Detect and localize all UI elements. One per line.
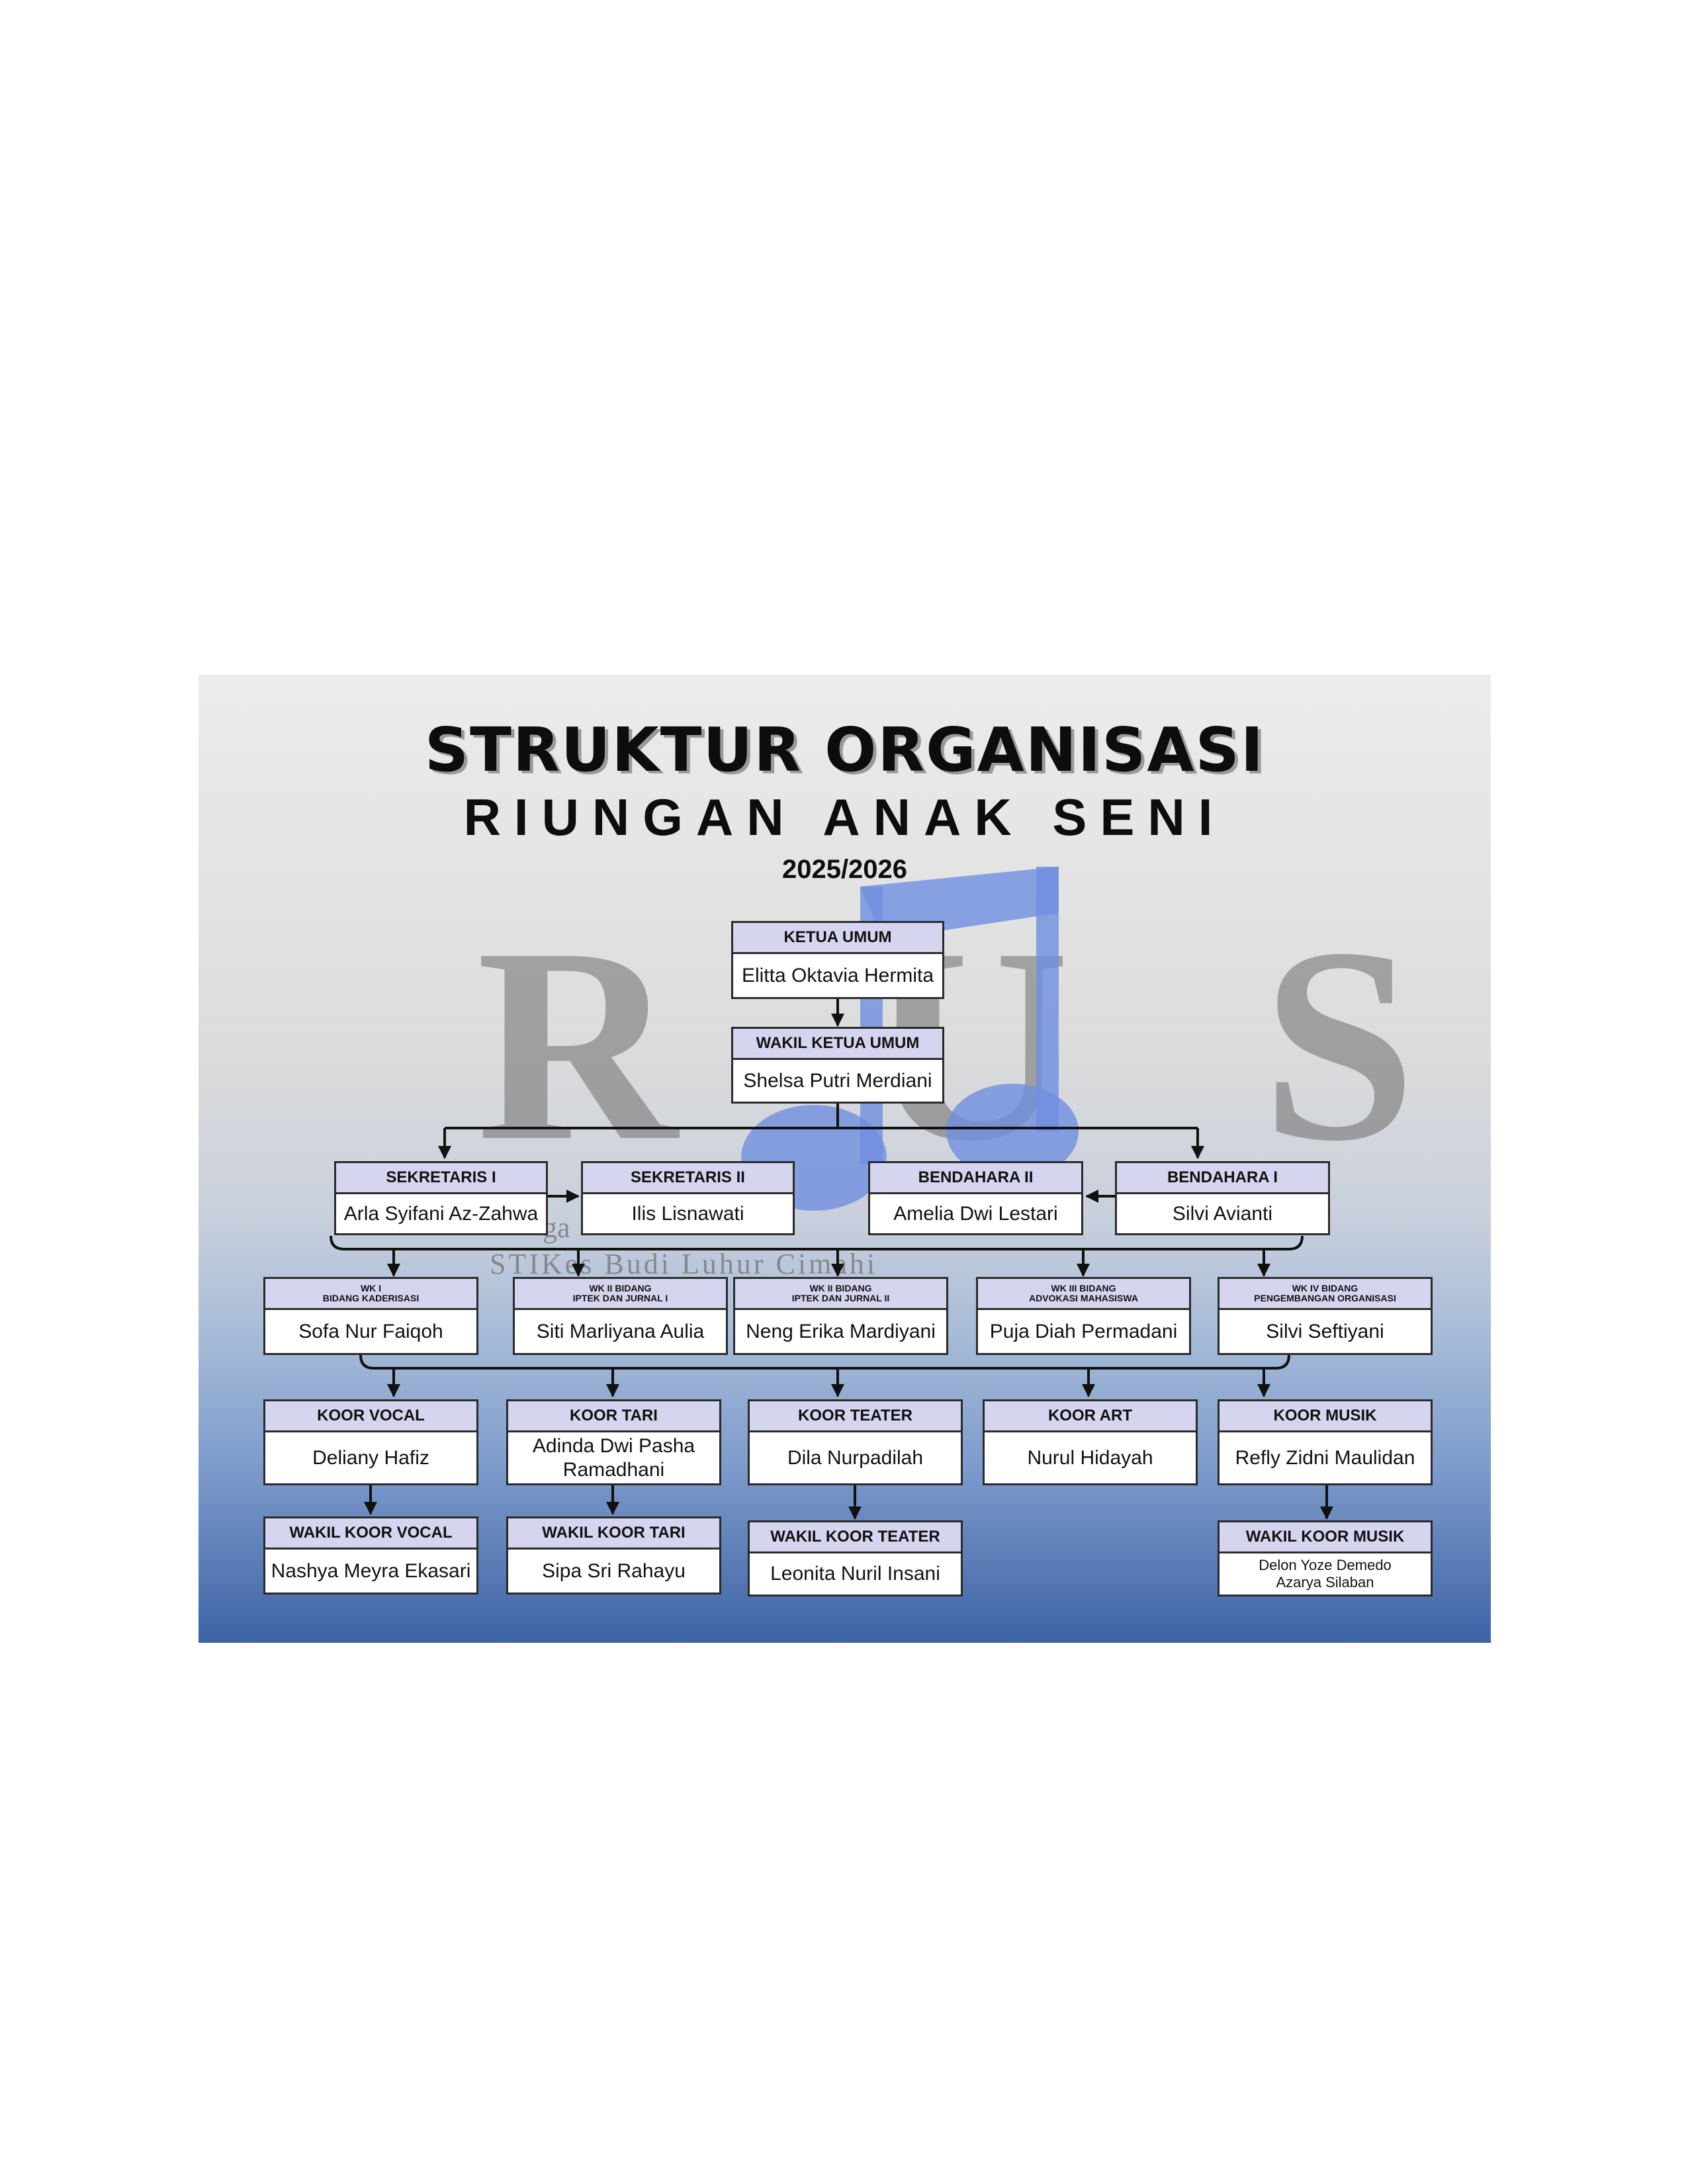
node-bendahara-1: BENDAHARA I Silvi Avianti bbox=[1115, 1161, 1330, 1235]
node-name: Leonita Nuril Insani bbox=[770, 1563, 940, 1585]
node-name: Elitta Oktavia Hermita bbox=[741, 964, 934, 986]
node-role: WAKIL KOOR VOCAL bbox=[265, 1518, 476, 1550]
node-role: KOOR ART bbox=[985, 1401, 1196, 1432]
node-role: BENDAHARA II bbox=[870, 1163, 1081, 1194]
line-low-bus bbox=[359, 1354, 1290, 1370]
node-name: Sipa Sri Rahayu bbox=[542, 1559, 686, 1582]
node-wakil-koor-vocal: WAKIL KOOR VOCAL Nashya Meyra Ekasari bbox=[263, 1516, 478, 1594]
node-role: BENDAHARA I bbox=[1117, 1163, 1328, 1194]
node-wakil-koor-teater: WAKIL KOOR TEATER Leonita Nuril Insani bbox=[748, 1520, 963, 1596]
node-name: Deliany Hafiz bbox=[312, 1446, 429, 1469]
node-koor-art: KOOR ART Nurul Hidayah bbox=[983, 1399, 1198, 1485]
node-role: SEKRETARIS I bbox=[336, 1163, 546, 1194]
node-bendahara-2: BENDAHARA II Amelia Dwi Lestari bbox=[868, 1161, 1083, 1235]
node-role: WAKIL KETUA UMUM bbox=[733, 1029, 942, 1060]
chart-title: STRUKTUR ORGANISASI bbox=[424, 715, 1265, 785]
org-chart-poster: RUS ga STIKes Budi Luhur Cimahi STRUKTUR… bbox=[199, 675, 1491, 1643]
node-role: KOOR MUSIK bbox=[1220, 1401, 1431, 1432]
node-koor-vocal: KOOR VOCAL Deliany Hafiz bbox=[263, 1399, 478, 1485]
chart-period: 2025/2026 bbox=[781, 855, 908, 884]
node-name: Silvi Seftiyani bbox=[1266, 1320, 1384, 1342]
node-koor-teater: KOOR TEATER Dila Nurpadilah bbox=[748, 1399, 963, 1485]
node-name: Neng Erika Mardiyani bbox=[746, 1320, 936, 1342]
node-sekretaris-1: SEKRETARIS I Arla Syifani Az-Zahwa bbox=[334, 1161, 548, 1235]
node-name: Dila Nurpadilah bbox=[787, 1446, 924, 1469]
node-name: Nashya Meyra Ekasari bbox=[271, 1559, 471, 1582]
node-sekretaris-2: SEKRETARIS II Ilis Lisnawati bbox=[581, 1161, 795, 1235]
node-role: KOOR TEATER bbox=[750, 1401, 961, 1432]
node-name: Silvi Avianti bbox=[1172, 1202, 1273, 1225]
node-name: Refly Zidni Maulidan bbox=[1235, 1446, 1415, 1469]
node-role: WAKIL KOOR TEATER bbox=[750, 1522, 961, 1553]
node-role: KOOR TARI bbox=[508, 1401, 719, 1432]
node-name: Amelia Dwi Lestari bbox=[893, 1202, 1058, 1225]
node-role: KOOR VOCAL bbox=[265, 1401, 476, 1432]
node-role: SEKRETARIS II bbox=[583, 1163, 793, 1194]
node-name: Ilis Lisnawati bbox=[631, 1202, 744, 1225]
node-role: WAKIL KOOR MUSIK bbox=[1220, 1522, 1431, 1553]
node-name: Shelsa Putri Merdiani bbox=[743, 1069, 932, 1092]
node-koor-musik: KOOR MUSIK Refly Zidni Maulidan bbox=[1218, 1399, 1433, 1485]
rus-logo-watermark: RUS ga STIKes Budi Luhur Cimahi bbox=[476, 867, 1416, 1280]
chart-subtitle: RIUNGAN ANAK SENI bbox=[463, 788, 1226, 846]
node-name: Puja Diah Permadani bbox=[989, 1320, 1178, 1342]
line-mid-bus bbox=[330, 1235, 1304, 1250]
node-role: KETUA UMUM bbox=[733, 923, 942, 954]
music-note-icon bbox=[741, 867, 1079, 1211]
connector-lines bbox=[330, 999, 1333, 1520]
watermark-text-line2: STIKes Budi Luhur Cimahi bbox=[490, 1248, 877, 1280]
node-name: Nurul Hidayah bbox=[1027, 1446, 1153, 1469]
node-role: WAKIL KOOR TARI bbox=[508, 1518, 719, 1550]
node-wakil-koor-tari: WAKIL KOOR TARI Sipa Sri Rahayu bbox=[506, 1516, 721, 1594]
node-name: Arla Syifani Az-Zahwa bbox=[343, 1202, 539, 1225]
node-wakil-ketua-umum: WAKIL KETUA UMUM Shelsa Putri Merdiani bbox=[731, 1027, 944, 1104]
node-name: Siti Marliyana Aulia bbox=[536, 1320, 705, 1342]
node-ketua-umum: KETUA UMUM Elitta Oktavia Hermita bbox=[731, 921, 944, 999]
node-name: Sofa Nur Faiqoh bbox=[298, 1320, 443, 1342]
